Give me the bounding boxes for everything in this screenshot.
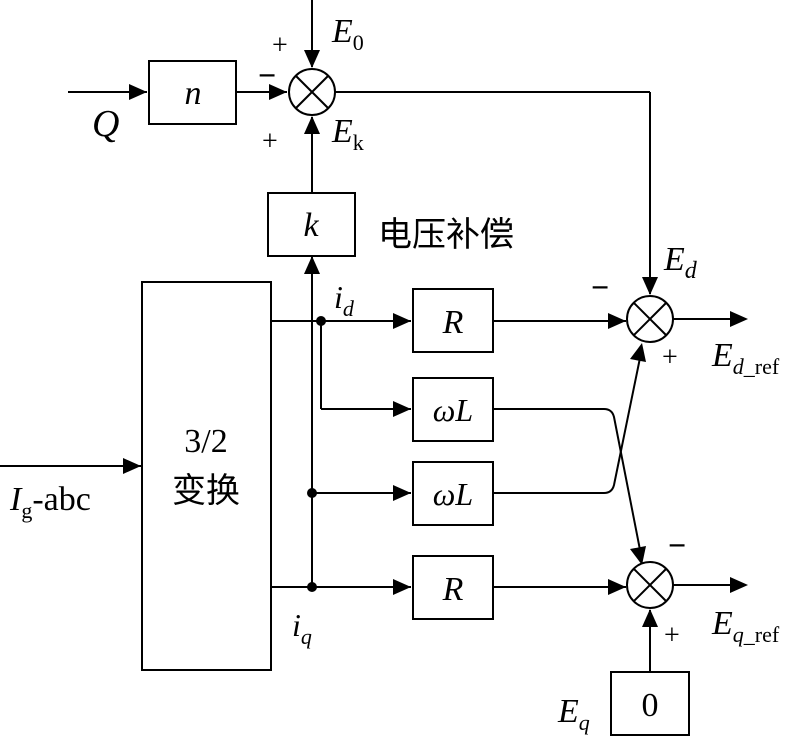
block-zero [610,671,690,736]
arrow-n-to-sum1 [269,84,287,100]
sign-top-plus: + [272,30,288,61]
transform-label-ratio: 3/2 [184,423,227,460]
label-id: id [334,279,355,321]
block-k-label: k [303,207,319,244]
transform-label-text: 变换 [172,471,240,511]
sign-top-minus: − [258,57,276,93]
arrow-rq-to-sumq [608,579,626,595]
arrow-ig-in [123,458,141,474]
label-eq: Eq [557,693,590,735]
wire-wl1-to-sumq [493,408,642,556]
sign-ed-plus: + [662,342,678,373]
arrow-q-to-n [129,84,147,100]
label-ek: Ek [331,113,364,155]
sumd-cross-b [633,302,667,336]
arrow-ed-in [642,277,658,295]
arrow-id-to-wl1 [393,401,411,417]
block-r-q-label: R [442,571,464,608]
arrow-edref-out [730,311,748,327]
block-r-q [412,555,494,620]
arrow-iq-to-r [393,579,411,595]
arrow-k-to-sum1 [304,116,320,134]
arrow-iq-to-k [304,256,320,274]
arrow-iq-to-wl2 [393,485,411,501]
sign-eq-plus: + [664,620,680,651]
sumq-cross-b [633,568,667,602]
arrow-rd-to-sumd [608,313,626,329]
label-ed: Ed [663,241,698,284]
block-wl-lower [412,461,494,526]
block-n-label: n [185,75,202,112]
label-e0: E0 [331,13,364,55]
block-3-2-transform [141,281,272,671]
arrow-zero-to-sumq [642,609,658,627]
label-voltage-compensation: 电压补偿 [378,215,514,255]
sign-ed-minus: − [591,269,609,305]
wire-wl2-to-sumd [493,352,642,494]
label-iq: iq [292,607,312,649]
arrow-e0-in [304,50,320,68]
sign-eq-minus: − [668,527,686,563]
arrow-id-to-r [393,313,411,329]
block-zero-label: 0 [642,687,659,724]
arrow-wl1-to-sumq [630,546,646,565]
block-wl-upper [412,377,494,442]
label-ig-abc: Ig-abc [9,481,91,523]
arrow-wl2-to-sumd [630,343,646,362]
sum1-cross-b [295,75,329,109]
label-ed-ref: Ed_ref [711,337,780,379]
arrow-eqref-out [730,577,748,593]
block-r-d-label: R [442,304,464,341]
label-q: Q [92,103,119,145]
block-wl-lower-label: ωL [433,476,473,512]
sign-ek-plus: + [262,126,278,157]
block-wl-upper-label: ωL [433,392,473,428]
label-eq-ref: Eq_ref [711,605,780,647]
